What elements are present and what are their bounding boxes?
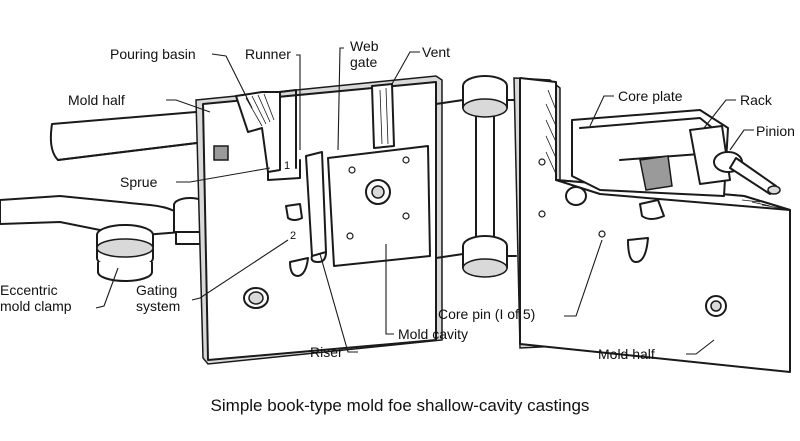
label-eccentric-mold-clamp: Eccentric mold clamp: [0, 282, 72, 314]
label-pinion: Pinion: [756, 123, 795, 139]
hinge-assembly: [435, 75, 517, 278]
callout-number-2: 2: [290, 230, 297, 242]
figure-caption: Simple book-type mold foe shallow-cavity…: [210, 396, 590, 415]
left-handle-upper: [49, 111, 206, 161]
label-core-plate: Core plate: [618, 88, 683, 104]
label-vent: Vent: [422, 44, 451, 60]
callout-number-1: 1: [284, 160, 291, 172]
label-web-gate: Web gate: [350, 38, 379, 70]
label-rack: Rack: [740, 92, 772, 108]
label-pouring-basin: Pouring basin: [110, 46, 196, 62]
label-gating-system: Gating system: [136, 282, 181, 314]
label-mold-half-left: Mold half: [68, 92, 125, 108]
right-mold-half: [513, 77, 791, 373]
label-mold-cavity: Mold cavity: [398, 326, 469, 342]
eccentric-clamp-arm: [0, 195, 207, 282]
left-mold-half: [195, 75, 443, 365]
label-sprue: Sprue: [120, 174, 158, 190]
label-runner: Runner: [245, 46, 291, 62]
label-riser: Riser: [310, 344, 343, 360]
label-mold-half-right: Mold half: [598, 346, 655, 362]
leader-lines: [95, 47, 754, 355]
label-core-pin: Core pin (I of 5): [438, 306, 536, 322]
